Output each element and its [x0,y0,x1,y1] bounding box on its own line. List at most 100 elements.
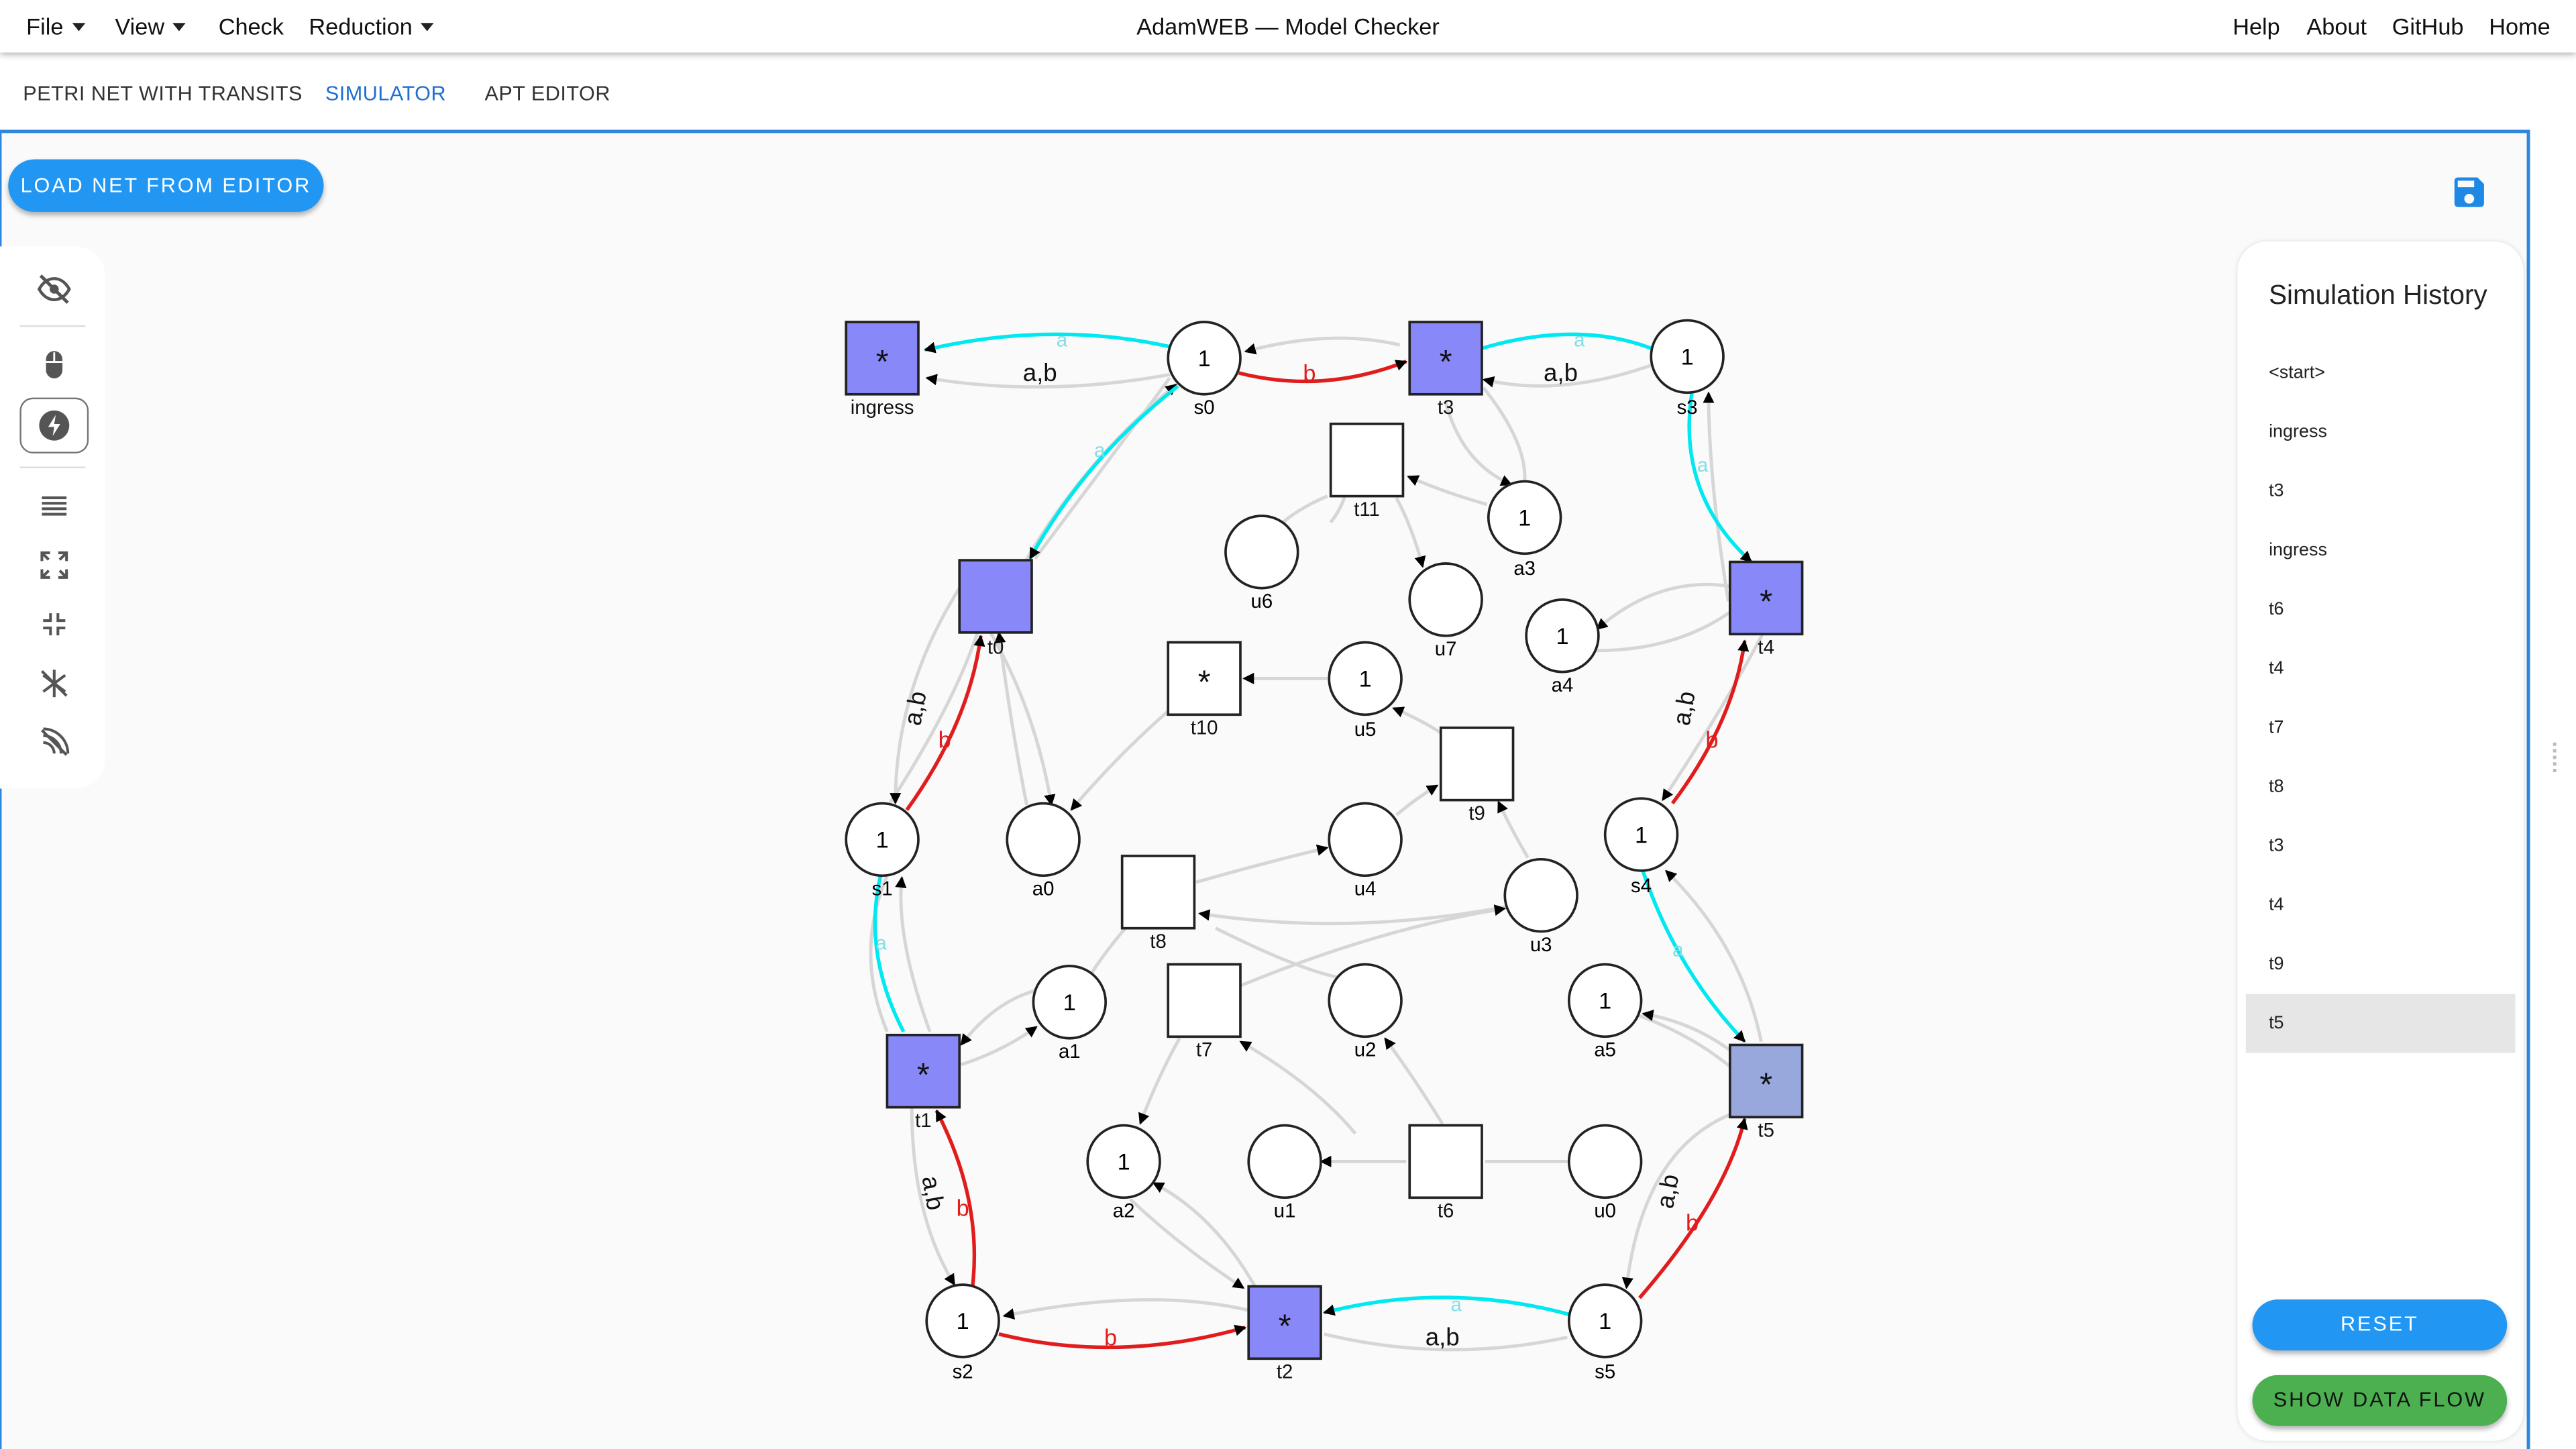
place-u6[interactable]: u6 [1224,515,1299,612]
link-help[interactable]: Help [2233,13,2280,40]
menu-view[interactable]: View [115,13,186,40]
transition-t0[interactable]: t0 [958,559,1033,659]
history-item[interactable]: ingress [2269,422,2327,442]
history-item[interactable]: t6 [2269,599,2284,620]
menu-file[interactable]: File [26,13,85,40]
chevron-down-icon [421,23,434,32]
place-label: a3 [1513,557,1536,580]
link-home[interactable]: Home [2489,13,2551,40]
history-item[interactable]: t4 [2269,895,2284,916]
arc-t5-a5 [1642,1010,1733,1053]
place-a1[interactable]: 1 a1 [1032,965,1108,1063]
menu-reduction[interactable]: Reduction [309,13,434,40]
place-label: u3 [1530,934,1552,956]
save-icon[interactable] [2449,172,2489,212]
place-s2[interactable]: 1 s2 [925,1283,1000,1383]
red-arc-s4-t4 [1670,639,1750,805]
transition-mark: * [1440,344,1452,380]
transition-t2[interactable]: * t2 [1247,1285,1322,1383]
history-item[interactable]: t7 [2269,718,2284,738]
place-a3[interactable]: 1 a3 [1487,480,1562,580]
place-u1[interactable]: u1 [1247,1124,1322,1222]
load-net-button[interactable]: LOAD NET FROM EDITOR [8,159,324,212]
transition-t8[interactable]: t8 [1120,855,1196,953]
transition-t4[interactable]: * t4 [1728,560,1804,659]
arc-label: a [1094,439,1106,462]
place-s4[interactable]: 1 s4 [1603,797,1679,897]
arc-label: a [875,932,887,955]
reset-button[interactable]: RESET [2252,1299,2508,1351]
history-item[interactable]: t9 [2269,954,2284,975]
arc-s1-t1 [869,875,889,1032]
physics-button[interactable] [19,714,89,770]
transition-mark: * [1760,1067,1772,1103]
panel-resize-handle[interactable] [2550,739,2560,782]
transition-t5[interactable]: * t5 [1728,1043,1804,1142]
place-label: u2 [1354,1039,1377,1061]
history-item[interactable]: t8 [2269,777,2284,797]
history-item[interactable]: t4 [2269,659,2284,679]
link-about[interactable]: About [2306,13,2367,40]
history-item[interactable]: t3 [2269,836,2284,856]
transition-t11[interactable]: t11 [1329,423,1405,521]
arc-t2-s2 [1002,1298,1252,1320]
transition-t10[interactable]: * t10 [1167,641,1242,739]
transition-mark: * [876,344,889,380]
collapse-button[interactable] [19,596,89,652]
auto-layout-button[interactable] [19,478,89,534]
transition-label: t3 [1438,396,1454,419]
transition-t7[interactable]: t7 [1167,963,1242,1061]
place-a4[interactable]: 1 a4 [1525,598,1600,696]
arc-t3-s0 [1244,336,1401,355]
place-s5[interactable]: 1 s5 [1567,1283,1643,1383]
place-label: u4 [1354,878,1377,900]
cyan-arc-s4-t5 [1641,870,1746,1043]
mouse-mode-button[interactable] [19,337,89,392]
gray-arcs [869,336,1770,1352]
place-u7[interactable]: u7 [1408,562,1483,660]
transition-label: t8 [1150,930,1167,953]
place-u4[interactable]: u4 [1328,802,1403,900]
transition-t9[interactable]: t9 [1439,727,1515,824]
place-label: s4 [1631,875,1652,897]
history-item[interactable]: ingress [2269,540,2327,561]
simulator-panel [0,129,2530,1449]
history-item-selected[interactable]: t5 [2245,994,2516,1053]
cyan-arc-s0-t0 [1028,384,1179,560]
tab-simulator[interactable]: SIMULATOR [325,82,447,105]
place-label: u6 [1250,590,1273,612]
place-a5[interactable]: 1 a5 [1567,963,1643,1061]
transition-t3[interactable]: * t3 [1408,321,1483,419]
transition-ingress[interactable]: * ingress [845,321,920,419]
transition-t1[interactable]: * t1 [885,1034,961,1132]
expand-button[interactable] [19,537,89,593]
show-data-flow-button[interactable]: SHOW DATA FLOW [2252,1375,2508,1426]
place-s3[interactable]: 1 s3 [1650,319,1725,419]
freeze-button[interactable] [19,655,89,711]
link-github[interactable]: GitHub [2392,13,2464,40]
place-u2[interactable]: u2 [1328,963,1403,1061]
place-a0[interactable]: a0 [1006,802,1081,900]
tab-apt-editor[interactable]: APT EDITOR [484,82,610,105]
arc-label: a,b [898,689,931,727]
place-u5[interactable]: 1 u5 [1328,641,1403,741]
history-item[interactable]: <start> [2269,363,2325,383]
place-s1[interactable]: 1 s1 [845,802,920,900]
place-label: u7 [1435,638,1457,660]
expand-icon [40,551,68,579]
place-s0[interactable]: 1 s0 [1167,321,1242,419]
place-tokens: 1 [1063,990,1076,1016]
fire-mode-button[interactable] [19,397,89,453]
arc-label: a [1574,329,1585,352]
place-u3[interactable]: u3 [1503,857,1578,956]
transition-t6[interactable]: t6 [1408,1124,1483,1222]
arc-t7-a2 [1138,1037,1181,1125]
history-item[interactable]: t3 [2269,481,2284,501]
arc-label: a [1057,329,1068,352]
tab-petri-net-with-transits[interactable]: PETRI NET WITH TRANSITS [23,82,303,105]
toggle-visibility-button[interactable] [19,261,89,317]
place-u0[interactable]: u0 [1567,1124,1643,1222]
place-a2[interactable]: 1 a2 [1086,1124,1161,1222]
menu-check[interactable]: Check [219,13,284,40]
